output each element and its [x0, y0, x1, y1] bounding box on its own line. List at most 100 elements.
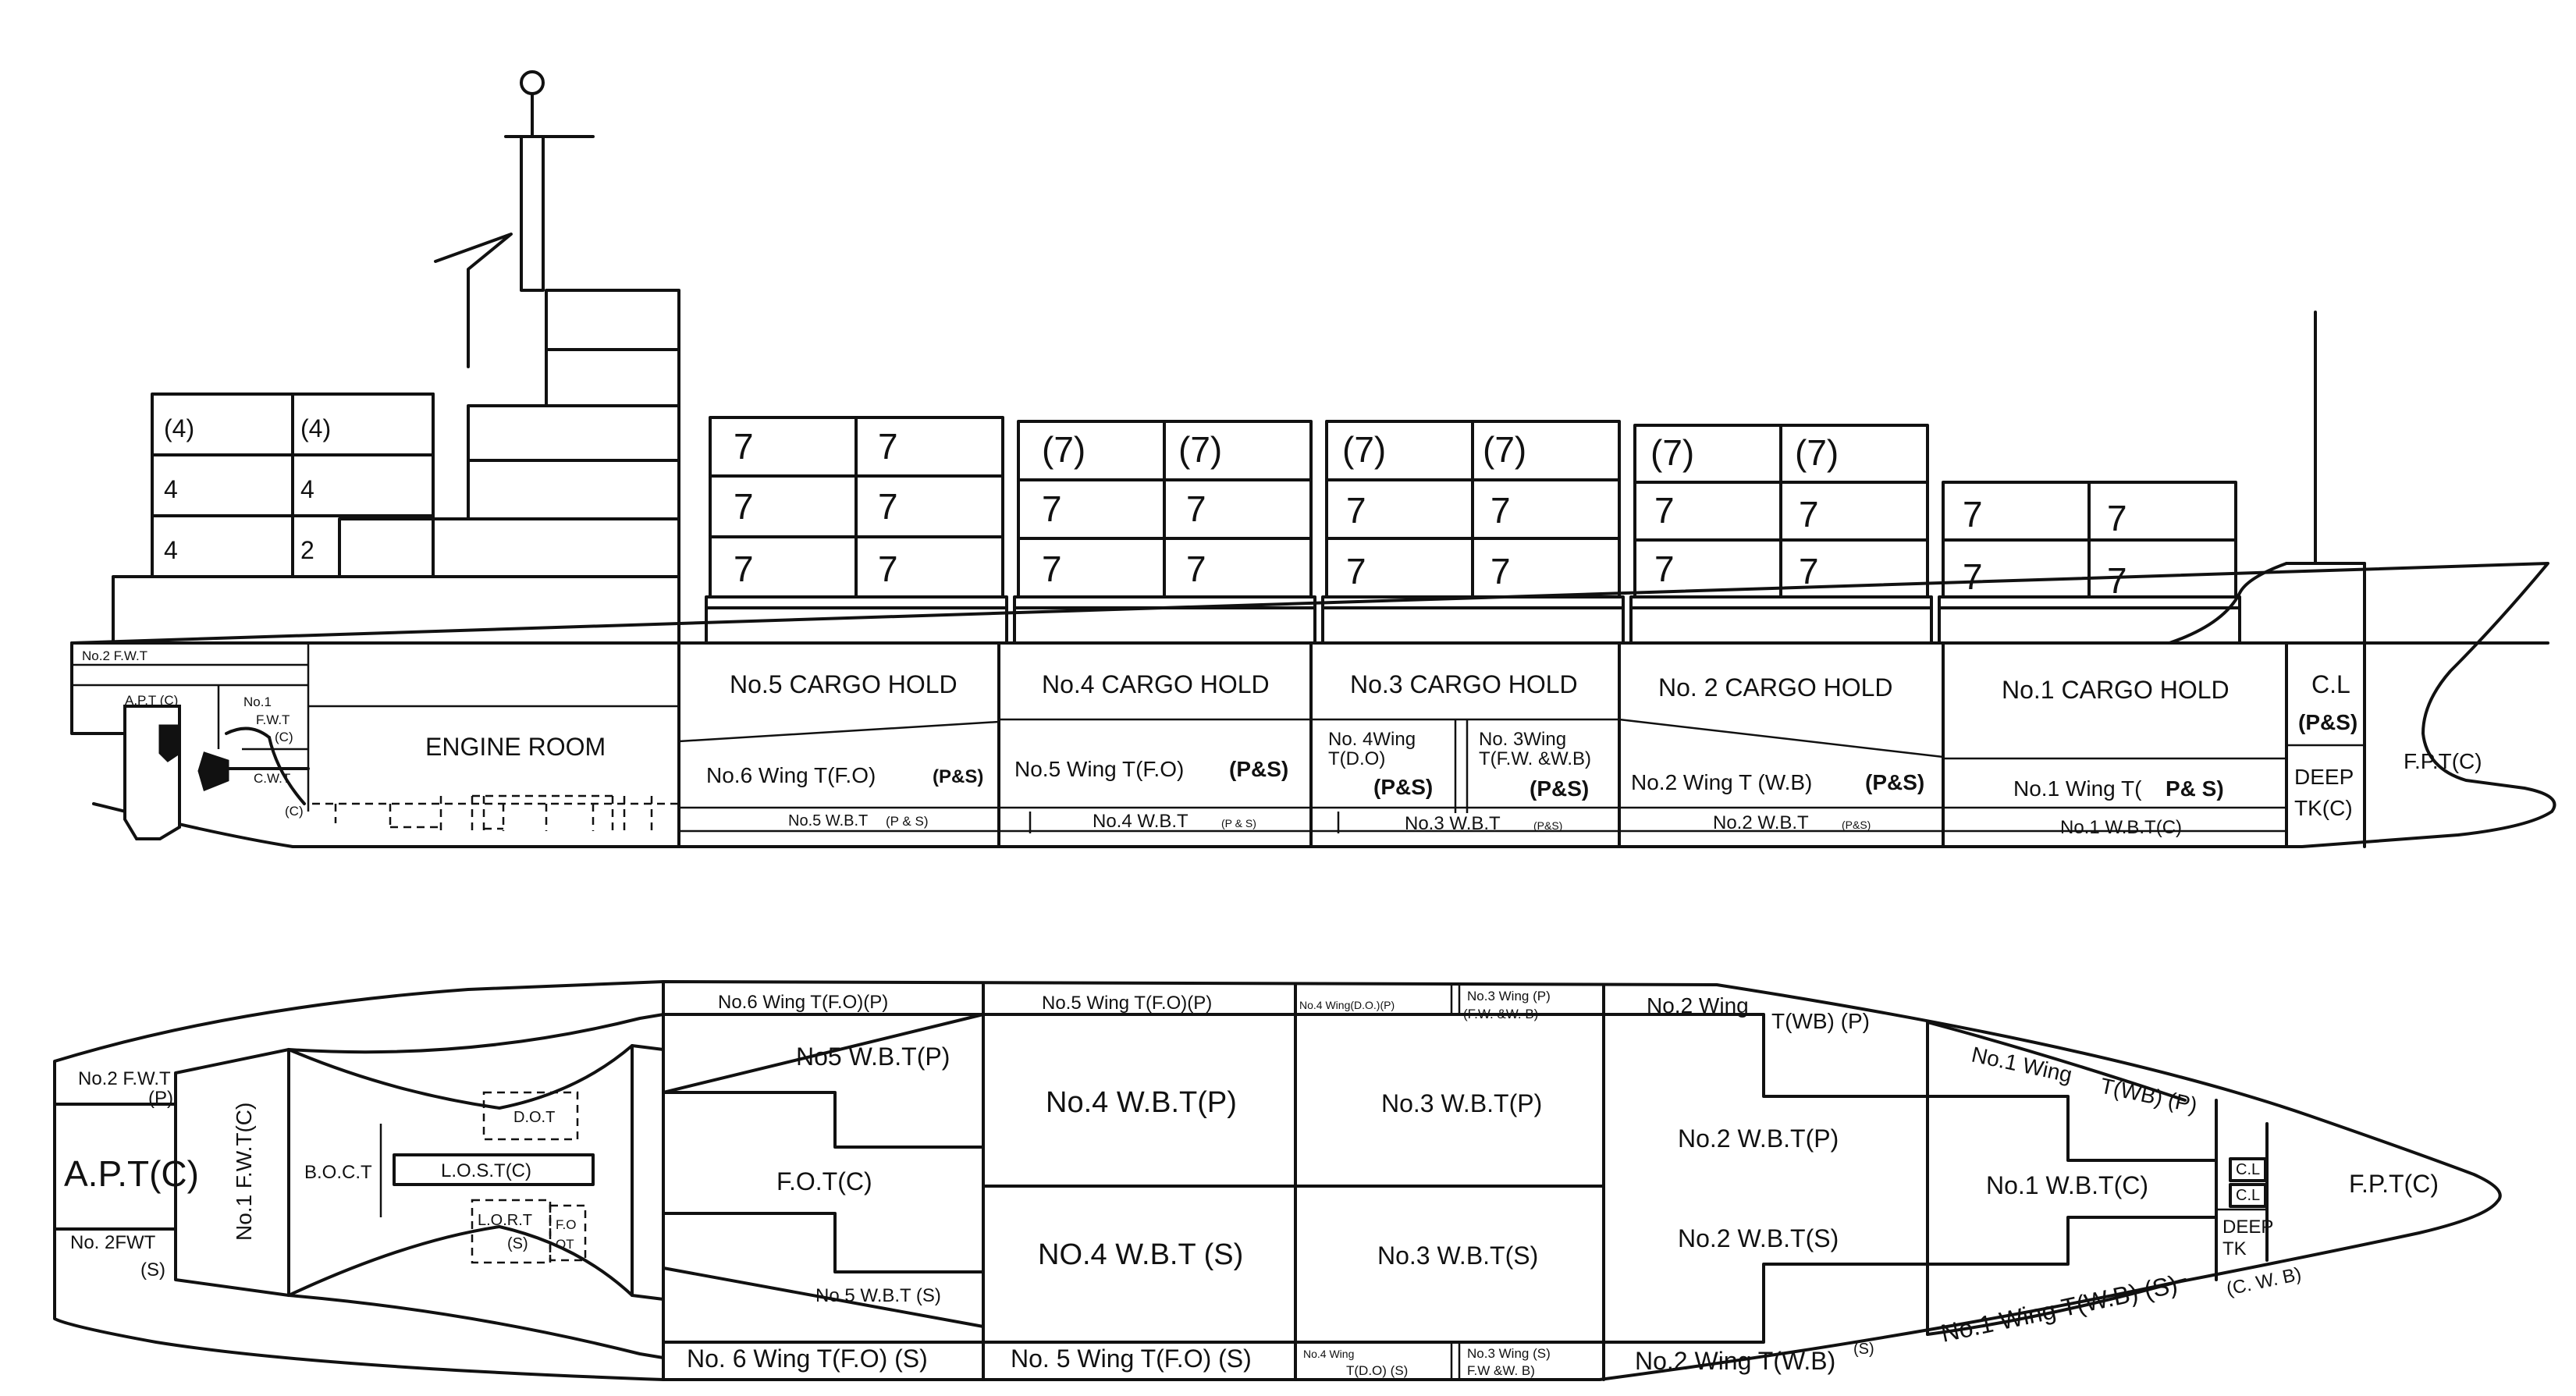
wbt3-label: No.3 W.B.T: [1405, 813, 1501, 834]
plan-wbt4p-label: No.4 W.B.T(P): [1046, 1086, 1237, 1119]
ctr-3-c2: 7: [1491, 551, 1511, 591]
ctr-5-c1: 7: [734, 549, 754, 589]
plan-fwt1c-label: No.1 F.W.T(C): [232, 1103, 256, 1241]
ctr-5-a2: 7: [878, 426, 898, 467]
wbt2-ps: (P&S): [1842, 819, 1871, 831]
ctr-2-b1: 7: [1654, 490, 1675, 531]
profile-view: (4) (4) 4 4 4 2: [70, 70, 2556, 848]
engine-room-label: ENGINE ROOM: [425, 733, 606, 761]
wing5-ps: (P&S): [1229, 757, 1288, 781]
aft-fwt1-l1: No.1: [243, 694, 272, 709]
wbt2-label: No.2 W.B.T: [1713, 812, 1809, 833]
wing2-label: No.2 Wing T (W.B): [1631, 770, 1812, 794]
plan-wbt5p-label: No5 W.B.T(P): [796, 1043, 950, 1071]
plan-lort-l1: L.O.R.T: [478, 1212, 532, 1229]
ctr-3-b2: 7: [1491, 490, 1511, 531]
plan-w2s-label: No.2 Wing T(W.B): [1635, 1347, 1835, 1375]
plan-cl1-label: C.L: [2236, 1161, 2260, 1178]
wbt5-label: No.5 W.B.T: [788, 812, 868, 829]
hull-outline-profile: [70, 562, 2556, 848]
ctr-2-c1: 7: [1654, 549, 1675, 589]
aft-cwt-label: C.W.T: [254, 771, 290, 786]
rudder-post: [158, 724, 181, 762]
ctr-2-c2: 7: [1799, 551, 1819, 591]
plan-fot-label: F.O.T(C): [776, 1167, 872, 1195]
ctr-4-c2: 7: [1186, 549, 1206, 589]
plan-w2s-s: (S): [1853, 1341, 1874, 1358]
plan-lort-l2: (S): [507, 1235, 528, 1252]
wing4-l2: T(D.O): [1328, 748, 1385, 769]
plan-w2p-b: T(WB) (P): [1771, 1009, 1870, 1033]
ctr-4-a2: (7): [1178, 429, 1222, 470]
hold-label-2: No. 2 CARGO HOLD: [1658, 673, 1893, 702]
ctr-4-b2: 7: [1186, 488, 1206, 529]
ctr-1-b1: 7: [1963, 556, 1983, 597]
plan-w4p-label: No.4 Wing(D.O.)(P): [1299, 999, 1395, 1011]
plan-view: A.P.T(C) No.2 F.W.T (P) No. 2FWT (S) No.…: [53, 980, 2502, 1381]
wing3-l2: T(F.W. &W.B): [1479, 748, 1591, 769]
plan-wbt3s-label: No.3 W.B.T(S): [1377, 1241, 1538, 1270]
plan-wbt2s-label: No.2 W.B.T(S): [1678, 1224, 1839, 1252]
ctr-4-a1: (7): [1042, 429, 1085, 470]
propeller: [197, 751, 229, 792]
ctr-2-b2: 7: [1799, 494, 1819, 535]
ctr-4-b1: 7: [1042, 488, 1062, 529]
aft-fwt1-l3: (C): [275, 730, 293, 744]
plan-cl2-label: C.L: [2236, 1187, 2260, 1204]
aft-compartments: [72, 643, 679, 831]
plan-aft-lines: [53, 980, 665, 1381]
plan-fwt2s-l1: No. 2FWT: [70, 1232, 156, 1253]
plan-w3p-l2: (F.W. &W. B): [1463, 1007, 1538, 1021]
plan-fo-l2: OT: [556, 1237, 574, 1252]
plan-w3p-l1: No.3 Wing (P): [1467, 989, 1551, 1003]
ctr-1-a1: 7: [1963, 494, 1983, 535]
super-r1c1: (4): [164, 414, 194, 442]
plan-deep-l1: DEEP: [2222, 1217, 2273, 1238]
hold-label-3: No.3 CARGO HOLD: [1350, 670, 1578, 698]
container-stacks: [709, 416, 2237, 599]
plan-fwt2s-l2: (S): [140, 1259, 165, 1281]
plan-lost-label: L.O.S.T(C): [441, 1160, 531, 1181]
plan-apt-label: A.P.T(C): [64, 1153, 199, 1194]
cl-ps: (P&S): [2298, 710, 2357, 734]
plan-wbt1c-label: No.1 W.B.T(C): [1986, 1171, 2148, 1199]
hatch-covers: [705, 595, 2241, 645]
plan-deep-l2: TK: [2222, 1238, 2247, 1259]
ctr-5-c2: 7: [878, 549, 898, 589]
ctr-2-a2: (7): [1795, 432, 1839, 473]
plan-w5s-label: No. 5 Wing T(F.O) (S): [1011, 1344, 1252, 1373]
ctr-3-b1: 7: [1346, 490, 1366, 531]
hold-label-4: No.4 CARGO HOLD: [1042, 670, 1270, 698]
hold-label-1: No.1 CARGO HOLD: [2002, 676, 2230, 704]
ctr-1-a2: 7: [2107, 498, 2127, 538]
deep-tank-l1: DEEP: [2294, 765, 2354, 789]
aft-fwt1-l2: F.W.T: [256, 712, 290, 727]
mast: [504, 70, 595, 292]
plan-wbt2p-label: No.2 W.B.T(P): [1678, 1124, 1839, 1153]
wbt1-label: No.1 W.B.T(C): [2060, 817, 2182, 838]
plan-fpt-label: F.P.T(C): [2349, 1170, 2439, 1198]
plan-fwt2p-l2: (P): [148, 1088, 173, 1109]
plan-w3s-l1: No.3 Wing (S): [1467, 1346, 1551, 1361]
plan-midbody-lines: [662, 983, 2269, 1381]
wing5-label: No.5 Wing T(F.O): [1014, 757, 1184, 781]
wing6-label: No.6 Wing T(F.O): [706, 763, 876, 787]
plan-w3s-l2: F.W &W. B): [1467, 1363, 1535, 1378]
plan-w4s-l1: No.4 Wing: [1303, 1348, 1354, 1360]
aft-fwt2-label: No.2 F.W.T: [82, 648, 147, 663]
wing4-ps: (P&S): [1373, 775, 1433, 799]
super-r2c1: 4: [164, 475, 178, 503]
hull-outline-plan: [53, 980, 2502, 1381]
ctr-3-a2: (7): [1483, 429, 1526, 470]
wing3-ps: (P&S): [1530, 776, 1589, 801]
plan-wbt4s-label: NO.4 W.B.T (S): [1038, 1238, 1243, 1271]
ctr-5-b1: 7: [734, 486, 754, 527]
superstructure: [112, 289, 680, 645]
plan-wbt5s-label: No.5 W.B.T (S): [815, 1285, 941, 1306]
fpt-label: F.P.T(C): [2404, 749, 2482, 773]
wing6-ps: (P&S): [933, 766, 983, 787]
plan-fwt2p-l1: No.2 F.W.T: [78, 1068, 171, 1089]
plan-wbt3p-label: No.3 W.B.T(P): [1381, 1089, 1542, 1117]
